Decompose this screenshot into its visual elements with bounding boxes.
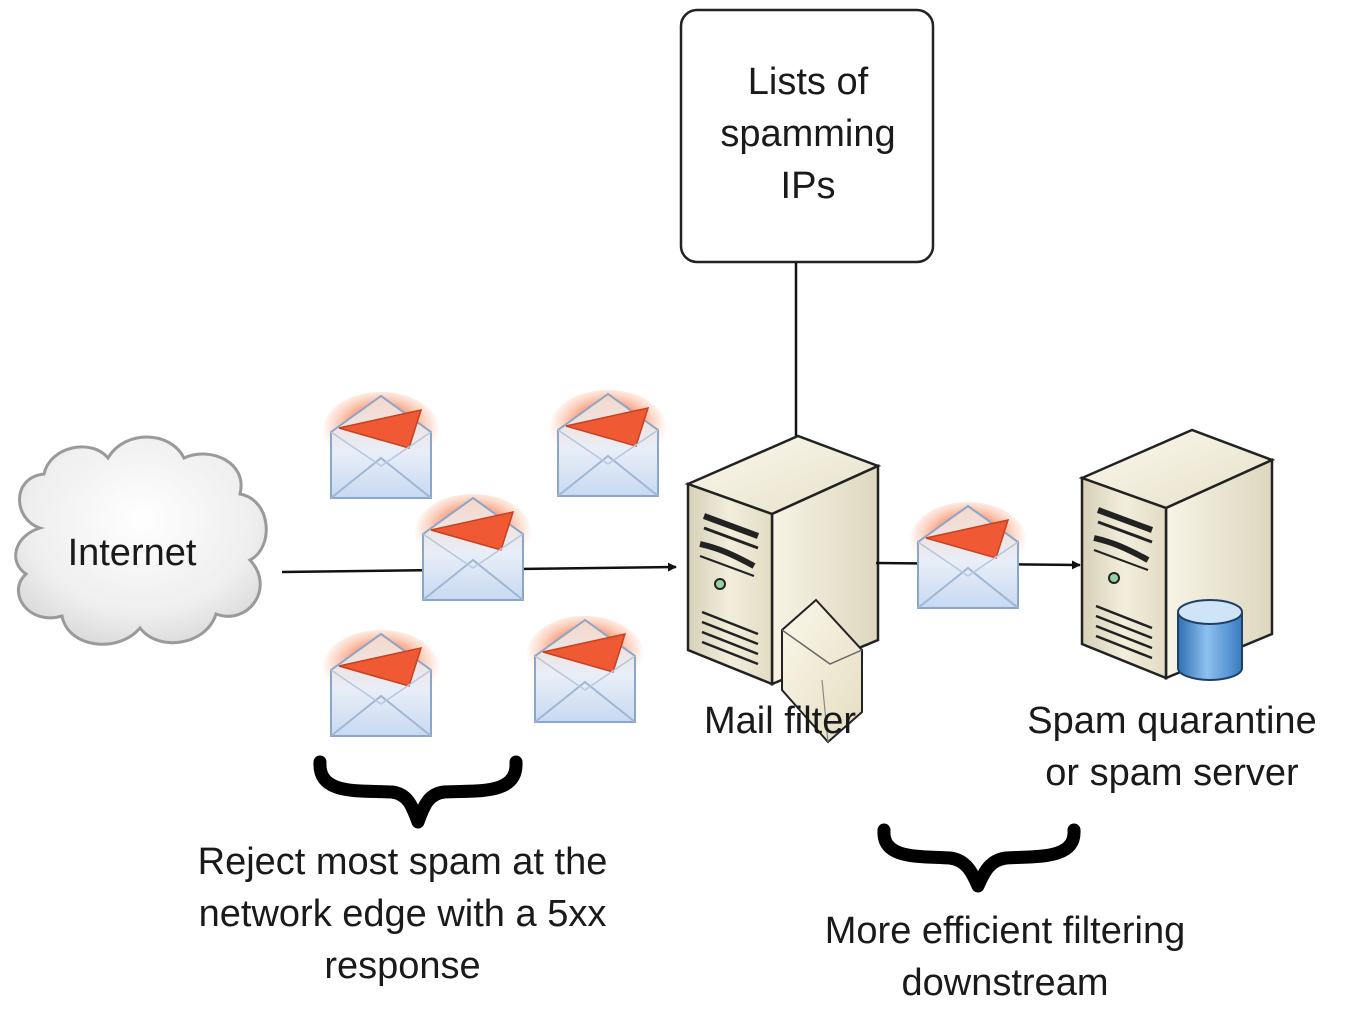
internet-label: Internet: [67, 532, 197, 574]
downstream-curly-brace: [877, 823, 1081, 893]
spam-server-icon: [1082, 430, 1272, 680]
spam-envelope-icon: [414, 493, 532, 601]
spam-envelope-icon: [909, 501, 1027, 609]
spam-envelope-icon: [322, 629, 440, 737]
database-icon: [1177, 599, 1243, 681]
mail-envelope-icon: [781, 598, 863, 744]
mail-filter-server-icon: [688, 436, 878, 744]
edge-curly-brace: [313, 755, 523, 829]
spam-ip-lists-box: [679, 8, 935, 264]
spam-server-label: Spam quarantine or spam server: [1027, 700, 1317, 794]
downstream-annotation: More efficient filtering downstream: [824, 910, 1186, 1004]
spam-ip-lists-label: Lists of spamming IPs: [720, 61, 896, 207]
edge-reject-annotation: Reject most spam at the network edge wit…: [197, 841, 608, 987]
internet-cloud-icon: [14, 435, 268, 646]
mail-filter-label: Mail filter: [703, 700, 857, 742]
spam-envelope-icon: [549, 389, 667, 497]
spam-envelope-icon: [322, 391, 440, 499]
spam-envelope-icon: [526, 615, 644, 723]
